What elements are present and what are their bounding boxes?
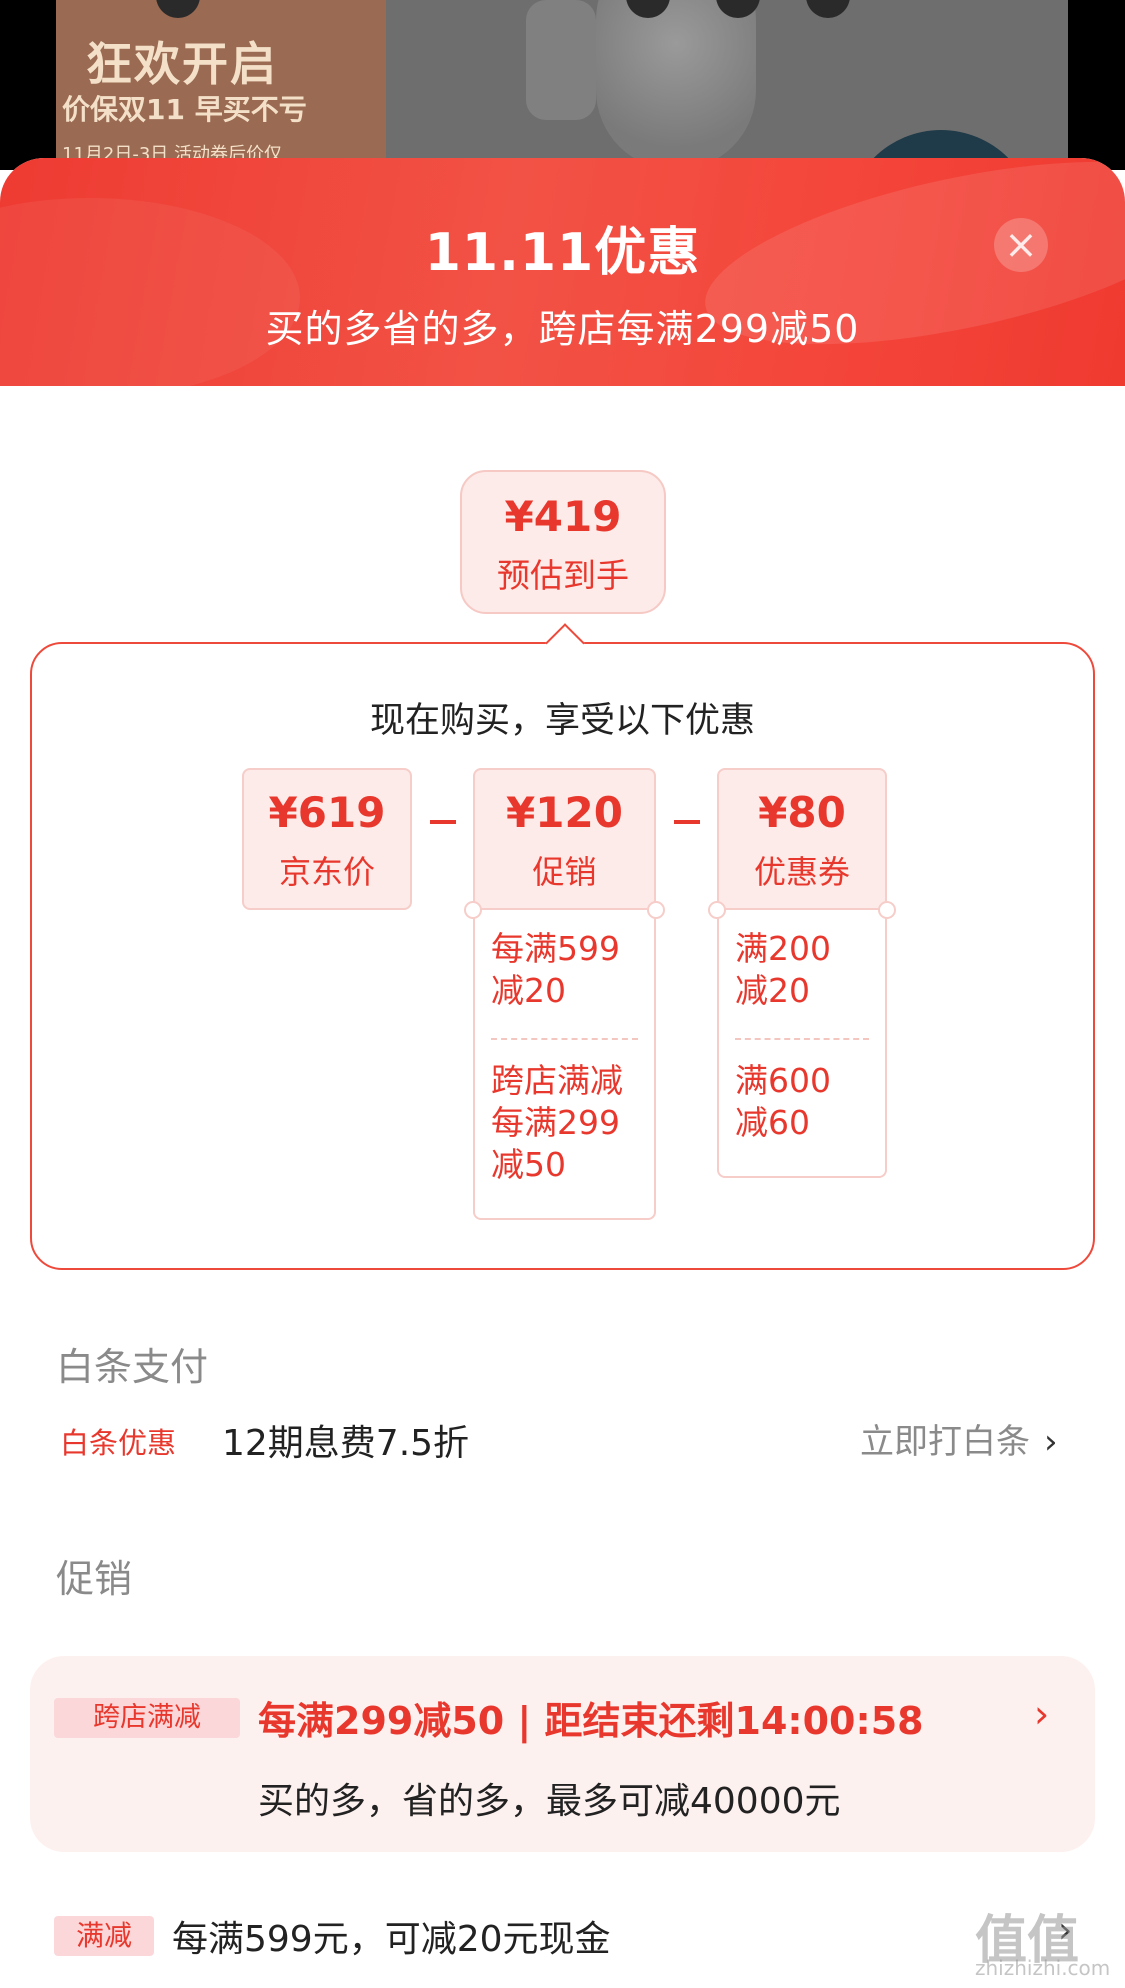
- coupon-detail-line: 满600: [735, 1061, 831, 1100]
- baitiao-section-title: 白条支付: [56, 1345, 209, 1389]
- shower-arm-image: [526, 0, 596, 120]
- shower-head-image: [596, 0, 756, 170]
- promotion-detail-line: 每满299: [491, 1103, 620, 1142]
- benefits-breakdown: 现在购买，享受以下优惠 ¥619 京东价 ¥120 促销 每满599 减20 跨…: [30, 623, 1095, 1270]
- promo-poster-title: 狂欢开启: [86, 37, 278, 91]
- benefits-title: 现在购买，享受以下优惠: [369, 701, 755, 741]
- chevron-right-icon: ›: [1044, 1422, 1058, 1462]
- dashed-divider: [491, 1038, 638, 1040]
- cross-store-headline: 每满299减50 | 距结束还剩14:00:58: [258, 1699, 924, 1743]
- coupon-details: 满200 减20 满600 减60: [717, 910, 887, 1178]
- background-product-banner: 狂欢开启 价保双11 早买不亏 11月2日-3日 活动券后价仅: [0, 0, 1125, 170]
- share-icon: [626, 0, 670, 18]
- close-button[interactable]: ×: [994, 218, 1048, 272]
- ticket-cutout: [708, 901, 726, 919]
- coupon-amount: ¥80: [758, 788, 846, 837]
- open-baitiao-label: 立即打白条: [860, 1422, 1030, 1462]
- back-icon: [156, 0, 200, 18]
- promotion-detail-line: 跨店满减: [491, 1061, 623, 1100]
- promo-poster-subtitle: 价保双11 早买不亏: [62, 93, 307, 126]
- coupon-detail-line: 减60: [735, 1103, 810, 1142]
- pointer-notch: [545, 623, 585, 663]
- cross-store-tag: 跨店满减: [54, 1698, 240, 1738]
- ticket-cutout: [647, 901, 665, 919]
- watermark-url: zhizhizhi.com: [975, 1956, 1111, 1980]
- promotion-amount: ¥120: [506, 788, 623, 837]
- coupon-detail-line: 减20: [735, 971, 810, 1010]
- baitiao-offer-text: 12期息费7.5折: [222, 1423, 470, 1464]
- jd-price-label: 京东价: [278, 853, 375, 891]
- cross-store-subline: 买的多，省的多，最多可减40000元: [258, 1781, 841, 1822]
- baitiao-tag: 白条优惠: [60, 1426, 177, 1460]
- estimated-price-badge: ¥419 预估到手: [460, 470, 666, 614]
- watermark-logo: 值值值: [975, 1911, 1080, 1988]
- ticket-cutout: [878, 901, 896, 919]
- promotion-pill: ¥120 促销: [473, 768, 656, 910]
- manjian-text[interactable]: 每满599元，可减20元现金: [172, 1919, 611, 1960]
- open-baitiao-link[interactable]: 立即打白条 ›: [860, 1414, 1058, 1463]
- promotion-detail-line: 减20: [491, 971, 566, 1010]
- promotion-detail-line: 减50: [491, 1145, 566, 1184]
- promotion-label: 促销: [532, 853, 597, 891]
- header-subtitle: 买的多省的多，跨店每满299减50: [265, 307, 860, 351]
- sheet-header: 11.11优惠 买的多省的多，跨店每满299减50 ×: [0, 158, 1125, 386]
- double11-logo: 11.11优惠: [424, 223, 701, 283]
- coupon-detail-line: 满200: [735, 929, 831, 968]
- promotion-detail-line: 每满599: [491, 929, 620, 968]
- promo-poster: 狂欢开启 价保双11 早买不亏 11月2日-3日 活动券后价仅: [56, 0, 386, 170]
- cross-store-discount-card[interactable]: 跨店满减 每满299减50 | 距结束还剩14:00:58 买的多，省的多，最多…: [30, 1656, 1095, 1852]
- jd-price-pill: ¥619 京东价: [242, 768, 412, 910]
- coupon-label: 优惠券: [753, 853, 850, 891]
- product-image-area: 狂欢开启 价保双11 早买不亏 11月2日-3日 活动券后价仅: [56, 0, 1068, 170]
- minus-sign: [430, 820, 456, 824]
- estimated-price-label: 预估到手: [497, 556, 629, 595]
- chevron-right-icon: ›: [1034, 1692, 1050, 1736]
- estimated-price: ¥419: [504, 492, 622, 541]
- promotion-details: 每满599 减20 跨店满减 每满299 减50: [473, 910, 656, 1220]
- ticket-cutout: [464, 901, 482, 919]
- chevron-right-icon[interactable]: ›: [1058, 1910, 1073, 1951]
- dashed-divider: [735, 1038, 869, 1040]
- more-icon: [716, 0, 760, 18]
- minus-sign: [674, 820, 700, 824]
- promo-section-title: 促销: [56, 1557, 133, 1601]
- close-icon: ×: [1004, 222, 1038, 268]
- jd-price-amount: ¥619: [268, 788, 386, 837]
- cart-icon: [806, 0, 850, 18]
- coupon-pill: ¥80 优惠券: [717, 768, 887, 910]
- manjian-tag: 满减: [54, 1916, 154, 1956]
